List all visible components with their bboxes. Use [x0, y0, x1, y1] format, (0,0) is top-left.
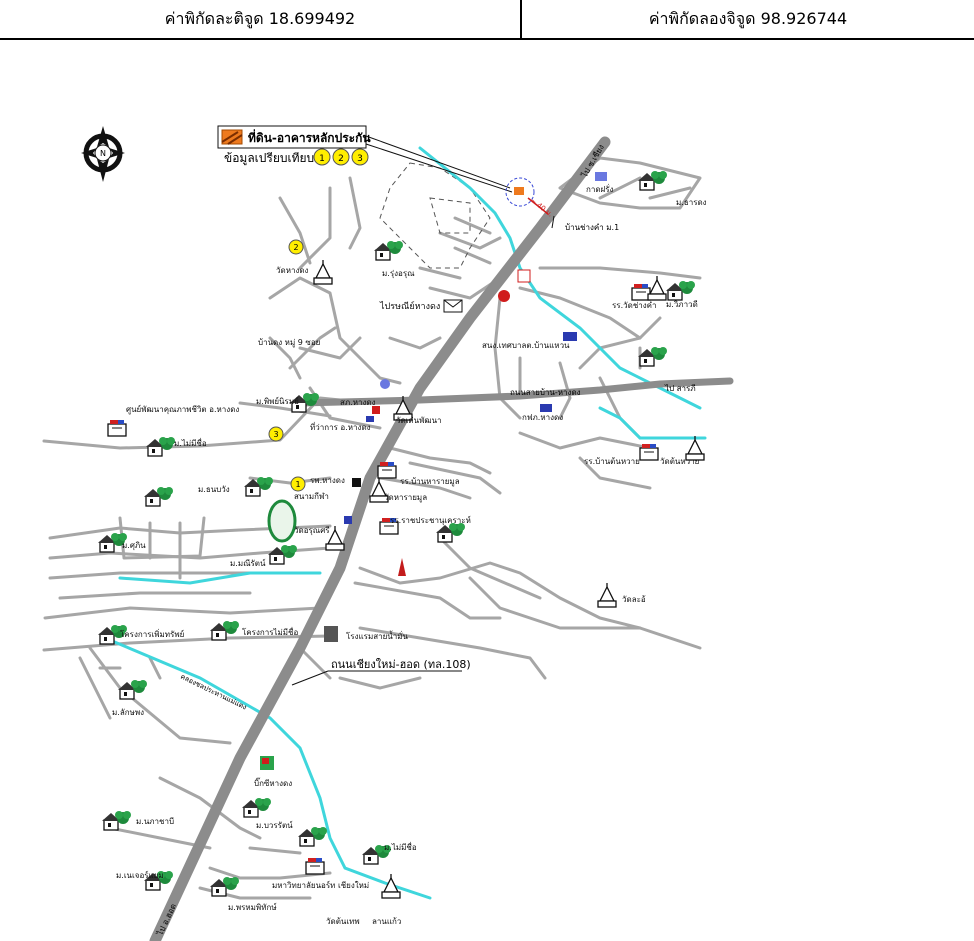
place-label: ม.พิพย์นิรมย์	[256, 396, 299, 406]
svg-text:3: 3	[357, 154, 363, 164]
hospital-icon	[352, 478, 361, 487]
coordinate-bar: ค่าพิกัดละติจูด 18.699492 ค่าพิกัดลองจิจ…	[0, 0, 974, 40]
place-label: วัดหารายมูล	[384, 493, 427, 503]
place-label: ที่ว่าการ อ.หางดง	[310, 421, 371, 432]
svg-text:1: 1	[319, 154, 325, 164]
main-road-pointer	[291, 670, 329, 686]
place-labels: กาดฝรั่ง ม.ธารดง รร.วัดช่างคำ ม.วิภาวดี …	[112, 183, 707, 926]
place-label: โรงแรมสายน้ำมั่น	[346, 630, 409, 641]
place-label: ม.พรหมพิทักษ์	[228, 902, 277, 912]
subject-marker-icon[interactable]	[514, 187, 524, 195]
location-map[interactable]: N ที่ดิน-อาคารหลักประกัน ข้อมูลเปรียบเที…	[0, 38, 974, 941]
main-road-label: ถนนเชียงใหม่-ฮอด (ทล.108)	[331, 658, 471, 671]
fuel-station-icon	[517, 269, 531, 283]
svg-text:1: 1	[295, 480, 300, 489]
place-label: ลานแก้ว	[372, 917, 401, 926]
place-label: วัดละอ้	[622, 595, 646, 604]
place-label: กฟภ.หางดง	[522, 413, 563, 422]
poi-symbols	[97, 170, 705, 899]
bank-icon	[498, 290, 510, 302]
legend-subject-label: ที่ดิน-อาคารหลักประกัน	[248, 129, 371, 145]
place-label: รพ.หางดง	[310, 476, 345, 485]
place-label: สนง.เทศบาลต.บ้านแหวน	[482, 341, 570, 350]
place-label: ม.วิภาวดี	[666, 300, 698, 309]
place-label: บ้านดง หมู่ 9 ซอย	[258, 338, 320, 348]
place-label: รร.วัดช่างคำ	[612, 301, 657, 310]
place-label: วัดต้นหวาย	[660, 457, 699, 466]
place-label: ม.รุ่งอรุณ	[382, 269, 415, 278]
place-label: ม.ลักษพง	[112, 708, 144, 717]
secondary-road[interactable]	[296, 377, 734, 407]
canal-label: คลองชลประทานแม่แตง	[179, 673, 248, 712]
svg-text:3: 3	[273, 430, 278, 439]
place-label: โครงการเพิ่มทรัพย์	[120, 628, 184, 639]
compass-icon: N	[81, 126, 125, 182]
comparison-marker-2-map-icon[interactable]: 2	[288, 239, 304, 255]
place-label: ไปรษณีย์หางดง	[379, 300, 440, 312]
legend: ที่ดิน-อาคารหลักประกัน ข้อมูลเปรียบเทียบ…	[217, 125, 371, 166]
place-label: ม.ศุภิน	[122, 541, 146, 550]
place-label: กาดฝรั่ง	[586, 183, 614, 194]
comparison-marker-1-icon: 1	[313, 148, 331, 166]
place-label: รร.ราชประชานุเคราะห์	[390, 515, 471, 525]
place-label: บิ๊กซีหางดง	[254, 777, 292, 788]
comparison-marker-3-icon: 3	[351, 148, 369, 166]
longitude-cell: ค่าพิกัดลองจิจูด 98.926744	[648, 8, 848, 28]
place-label: โครงการไม่มีชื่อ	[242, 626, 298, 637]
to-hot-label: ไป อ.ฮอด	[155, 902, 178, 937]
place-label: ม.ไม่มีชื่อ	[384, 841, 417, 852]
place-label: ม.มณีรัตน์	[230, 558, 266, 568]
comparison-marker-1-map-icon[interactable]: 1	[290, 476, 306, 492]
compass-label: N	[100, 149, 106, 158]
place-label: มหาวิทยาลัยนอร์ท เชียงใหม่	[272, 880, 369, 890]
police-icon	[380, 379, 390, 389]
place-label: ม.ไม่มีชื่อ	[174, 437, 207, 448]
comparison-marker-3-map-icon[interactable]: 3	[268, 426, 284, 442]
stadium-icon	[267, 499, 297, 543]
svg-text:2: 2	[338, 154, 344, 164]
kad-farang-icon	[595, 172, 607, 181]
place-label: วัดต้นเทพ	[326, 917, 360, 926]
place-label: ม.นภาชาบี	[136, 817, 174, 826]
place-label: ม.ธารดง	[676, 198, 707, 207]
tessaban-icon	[563, 332, 577, 341]
monument-icon	[398, 558, 406, 576]
latitude-cell: ค่าพิกัดละติจูด 18.699492	[0, 0, 522, 38]
canals	[103, 146, 707, 900]
secondary-road-label: ถนนสายบ้าน-หางดง	[510, 388, 581, 397]
minor-roads	[42, 156, 702, 900]
place-label: รร.บ้านต้นหวาย	[584, 457, 640, 466]
subject-pointer-line	[365, 135, 511, 189]
to-saraphi-label: ไป สารภี	[664, 384, 696, 393]
place-label: ม.บวรรัตน์	[256, 820, 293, 830]
place-label: ม.เนเจอร์แยม	[116, 870, 164, 880]
place-label: รร.บ้านหารายมูล	[400, 477, 460, 487]
place-label: สภ.หางดง	[340, 398, 376, 407]
svg-text:2: 2	[293, 243, 298, 252]
place-label: สนามกีฬา	[294, 492, 329, 501]
highway-108[interactable]	[149, 136, 611, 941]
pea-icon	[540, 404, 552, 412]
place-label: ศูนย์พัฒนาคุณภาพชีวิต อ.หางดง	[126, 404, 239, 415]
place-label: วัดหางดง	[276, 266, 309, 275]
subject-location-circle[interactable]	[505, 177, 535, 207]
legend-comparison-label: ข้อมูลเปรียบเทียบ	[224, 151, 314, 166]
comparison-marker-2-icon: 2	[332, 148, 350, 166]
hotel-icon	[324, 626, 338, 642]
place-label: บ้านช่างคำ ม.1	[565, 223, 619, 232]
place-label: วัดเด่นพัฒนา	[396, 416, 442, 425]
place-label: ม.ธนบวัง	[198, 485, 230, 494]
place-label: วัดอรุณศรี	[294, 526, 330, 535]
